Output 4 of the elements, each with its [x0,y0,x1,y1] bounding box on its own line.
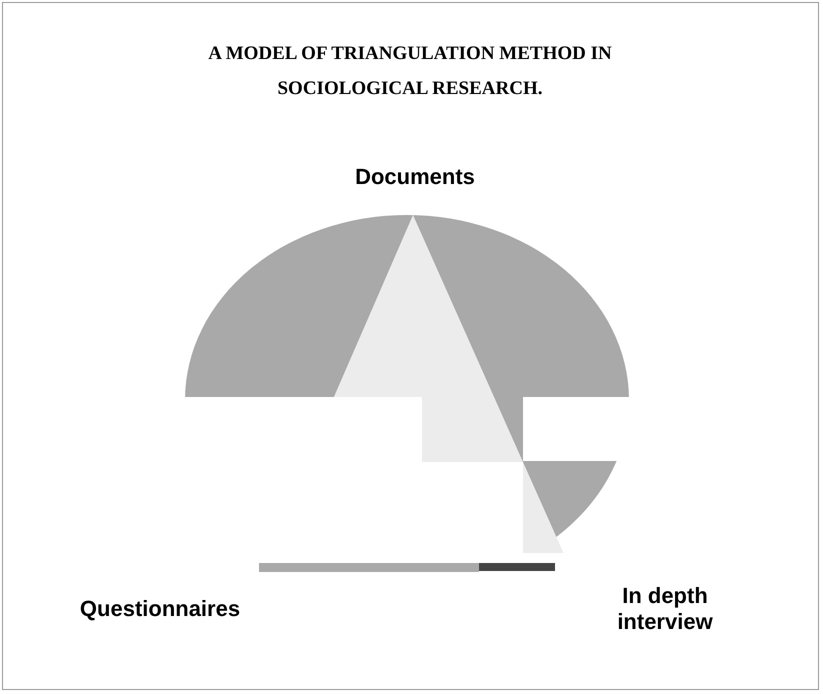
vertex-label: In depth interview [616,583,714,635]
diagram-title: A MODEL OF TRIANGULATION METHOD IN SOCIOLOGICAL RESEARCH. [207,42,613,101]
vertex-label: Documents [354,164,476,190]
vertex-label: Questionnaires [78,596,242,622]
